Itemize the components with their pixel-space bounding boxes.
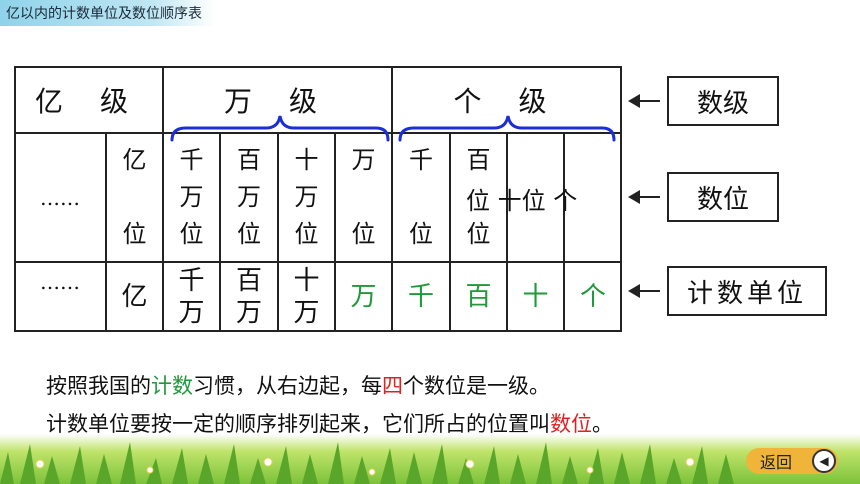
unit-yi: 亿 (121, 281, 148, 312)
sentence-1-d: 四 (382, 374, 403, 398)
sentence-2-b: 数位 (550, 412, 592, 436)
sentence-1: 按照我国的计数习惯，从右边起，每四个数位是一级。 (46, 370, 550, 400)
unit-ellipsis: …… (40, 270, 80, 294)
sentence-2: 计数单位要按一定的顺序排列起来，它们所占的位置叫数位。 (46, 408, 613, 438)
unit-qian: 千 (407, 281, 434, 312)
sentence-1-c: 习惯，从右边起，每 (193, 374, 382, 398)
digit-baiwan: 百 万 位 (237, 145, 261, 249)
digit-wan: 万 位 (351, 145, 376, 249)
unit-baiwan: 百 万 (235, 265, 262, 329)
digit-yi: 亿 位 (122, 145, 147, 249)
return-label: 返回 (760, 453, 793, 472)
place-value-table: 亿 级 万 级 个 级 …… 亿 位 千 万 位 百 万 位 十 万 位 万 位… (14, 66, 622, 332)
label-shuwei: 数位 (667, 172, 779, 222)
level-yi: 亿 级 (35, 84, 142, 118)
page-title: 亿以内的计数单位及数位顺序表 (6, 6, 202, 22)
unit-qianwan: 千 万 (178, 265, 205, 329)
unit-wan: 万 (350, 281, 377, 312)
sentence-1-b: 计数 (151, 374, 193, 398)
level-wan: 万 级 (224, 84, 331, 118)
unit-bai: 百 (465, 281, 492, 312)
brace-wan (170, 115, 390, 142)
digit-qian: 千 位 (409, 145, 433, 249)
arrow-left-icon (628, 190, 660, 204)
level-braces (170, 115, 616, 142)
unit-ge: 个 (579, 281, 606, 312)
unit-shi: 十 (522, 281, 549, 312)
digit-bai: 百 位 (466, 145, 491, 249)
sentence-2-a: 计数单位要按一定的顺序排列起来，它们所占的位置叫 (46, 412, 550, 436)
digit-qianwan: 千 万 位 (179, 145, 204, 249)
sentence-2-c: 。 (592, 412, 613, 436)
sentence-1-e: 个数位是一级。 (403, 374, 550, 398)
digit-shiwan: 十 万 位 (294, 145, 319, 249)
label-jishudanwei: 计数单位 (667, 266, 827, 316)
unit-shiwan: 十 万 (293, 265, 320, 329)
return-icon: ◀ (812, 449, 836, 473)
grass-decoration (0, 434, 860, 484)
return-button[interactable]: 返回 ◀ (746, 448, 838, 474)
table-grid-lines (14, 66, 622, 332)
digit-shi-ge: 位 十位 个 (466, 186, 578, 215)
grass-blades (0, 442, 734, 484)
level-ge: 个 级 (453, 84, 561, 118)
brace-ge (398, 115, 616, 142)
digit-ellipsis: …… (40, 185, 80, 210)
sentence-1-a: 按照我国的 (46, 374, 151, 398)
label-shuji: 数级 (667, 76, 779, 126)
arrow-left-icon (628, 94, 660, 108)
arrow-left-icon (628, 284, 660, 298)
title-bar: 亿以内的计数单位及数位顺序表 (0, 0, 215, 26)
